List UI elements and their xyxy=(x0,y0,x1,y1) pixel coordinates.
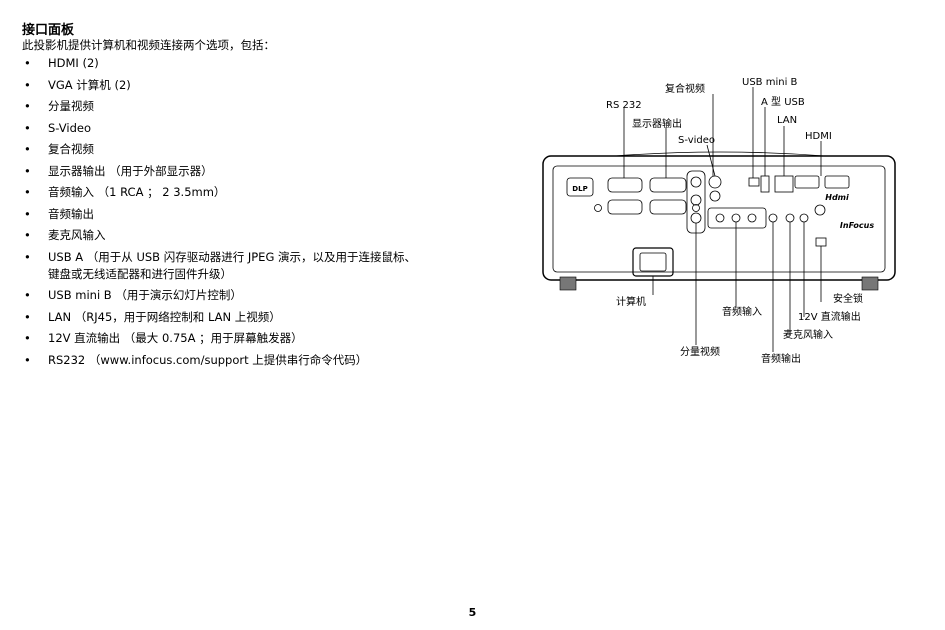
list-item-line: VGA 计算机 (2) xyxy=(48,77,131,92)
label-svideo: S-video xyxy=(678,135,715,146)
bullet-marker: • xyxy=(24,288,31,302)
label-mic-in: 麦克风输入 xyxy=(783,328,833,341)
projector-rear-panel xyxy=(542,151,896,291)
page-number: 5 xyxy=(468,606,477,619)
intro-text: 此投影机提供计算机和视频连接两个选项，包括： xyxy=(22,38,275,52)
list-item-line: 音频输入 （1 RCA ； 2 3.5mm） xyxy=(48,185,226,199)
bullet-marker: • xyxy=(24,309,31,324)
label-security-lock: 安全锁 xyxy=(833,292,863,305)
label-component: 分量视频 xyxy=(680,345,720,358)
bullet-marker: • xyxy=(24,163,31,178)
list-item-text: RS232 （www.infocus.com/support 上提供串行命令代码… xyxy=(48,352,468,369)
list-item-text: 音频输入 （1 RCA ； 2 3.5mm） xyxy=(48,184,468,201)
label-audio-in: 音频输入 xyxy=(722,305,762,318)
list-item-text: 显示器输出 （用于外部显示器） xyxy=(48,163,468,180)
list-item-text: HDMI (2) xyxy=(48,55,468,72)
list-item-line: 12V 直流输出 （最大 0.75A ；用于屏幕触发器） xyxy=(48,331,303,345)
label-computer: 计算机 xyxy=(616,295,646,308)
bullet-marker: • xyxy=(24,249,31,264)
list-item-line: 复合视频 xyxy=(48,142,94,156)
list-item-text: VGA 计算机 (2) xyxy=(48,77,468,94)
list-item-line: USB A （用于从 USB 闪存驱动器进行 JPEG 演示，以及用于连接鼠标、 xyxy=(48,249,417,264)
label-lan: LAN xyxy=(777,115,797,126)
connector-panel-diagram: DLP Hdmi InFocus RS 232 显示器输出 复合视频 S-vid… xyxy=(542,77,896,365)
list-item-line: RS232 （www.infocus.com/support 上提供串行命令代码… xyxy=(48,352,368,367)
list-item-line: 麦克风输入 xyxy=(48,228,106,242)
label-hdmi: HDMI xyxy=(805,131,832,142)
callout-lines xyxy=(623,87,822,352)
list-item-text: S-Video xyxy=(48,120,468,137)
panel-marks: DLP Hdmi InFocus xyxy=(572,185,874,230)
list-item-line: S-Video xyxy=(48,120,91,135)
list-item-text: 音频输出 xyxy=(48,206,468,223)
label-usb-mini-b: USB mini B xyxy=(742,77,798,88)
list-item-line: HDMI (2) xyxy=(48,56,99,70)
callout-labels: RS 232 显示器输出 复合视频 S-video USB mini B A 型… xyxy=(606,77,863,365)
label-monitor-out: 显示器输出 xyxy=(632,117,682,130)
list-item-line: LAN （RJ45，用于网络控制和 LAN 上视频） xyxy=(48,309,281,324)
bullet-marker: • xyxy=(24,206,31,221)
list-item-text: 分量视频 xyxy=(48,98,468,115)
bullet-marker: • xyxy=(24,185,31,199)
list-item-line: 分量视频 xyxy=(48,99,94,113)
label-usb-a: A 型 USB xyxy=(761,95,805,108)
panel-hdmi-logo: Hdmi xyxy=(825,193,849,202)
bullet-marker: • xyxy=(24,99,31,113)
panel-dlp-logo: DLP xyxy=(572,185,587,193)
list-item-text: USB A （用于从 USB 闪存驱动器进行 JPEG 演示，以及用于连接鼠标、… xyxy=(48,249,468,283)
bullet-marker: • xyxy=(24,142,31,156)
list-item-line: 键盘或无线适配器和进行固件升级） xyxy=(48,266,232,281)
label-rs232: RS 232 xyxy=(606,100,642,111)
label-composite: 复合视频 xyxy=(665,82,705,95)
list-item-line: 音频输出 xyxy=(48,206,94,221)
bullet-marker: • xyxy=(24,331,31,345)
bullet-marker: • xyxy=(24,352,31,367)
section-heading: 接口面板 xyxy=(22,23,75,38)
list-item-text: 复合视频 xyxy=(48,141,468,158)
list-item-line: USB mini B （用于演示幻灯片控制） xyxy=(48,288,242,302)
label-dc-out: 12V 直流输出 xyxy=(798,310,861,323)
panel-brand: InFocus xyxy=(840,221,874,230)
list-item-text: USB mini B （用于演示幻灯片控制） xyxy=(48,287,468,304)
bullet-marker: • xyxy=(24,120,31,135)
list-item-text: 12V 直流输出 （最大 0.75A ；用于屏幕触发器） xyxy=(48,330,468,347)
bullet-marker: • xyxy=(24,56,31,70)
list-item-text: 麦克风输入 xyxy=(48,227,468,244)
bullet-marker: • xyxy=(24,77,31,92)
list-item-line: 显示器输出 （用于外部显示器） xyxy=(48,163,213,178)
list-item-text: LAN （RJ45，用于网络控制和 LAN 上视频） xyxy=(48,309,468,326)
bullet-marker: • xyxy=(24,228,31,242)
label-audio-out: 音频输出 xyxy=(761,352,801,365)
